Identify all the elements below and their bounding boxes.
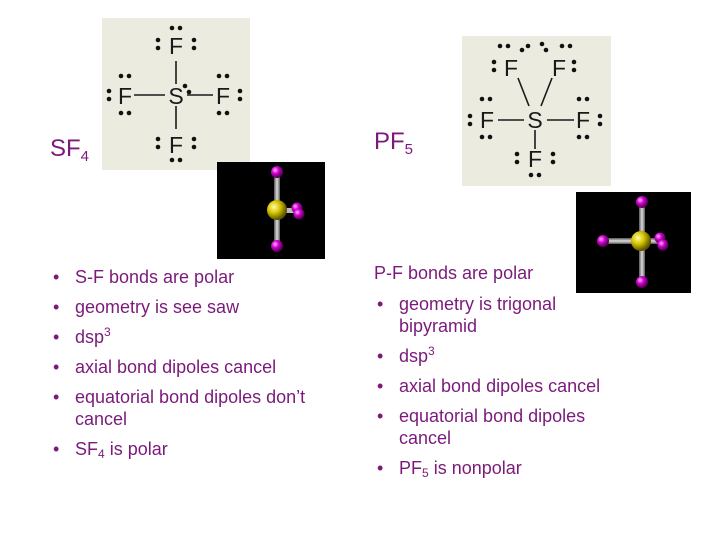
list-item: •dsp3 xyxy=(53,325,111,347)
sf4-ball-and-stick-model xyxy=(217,162,325,259)
sf4-fluorine-top: F xyxy=(169,33,183,59)
sf4-heading: SF4 xyxy=(50,135,89,165)
sf4-lone-pairs xyxy=(106,25,243,163)
pf5-fluorine-left: F xyxy=(480,107,494,133)
pf5-fluorine-upper-right: F xyxy=(552,55,566,81)
pf5-lead-text: P-F bonds are polar xyxy=(374,263,534,283)
pf5-fluorine-bottom: F xyxy=(528,146,542,172)
bullet-glyph: • xyxy=(377,376,384,396)
list-item: •equatorial bond dipoles cancel xyxy=(377,406,586,448)
sf4-bullet-list: •S-F bonds are polar •geometry is see sa… xyxy=(50,266,340,468)
pf5-bond-upper-left xyxy=(517,77,530,107)
pf5-heading-subscript: 5 xyxy=(404,141,414,158)
bullet-glyph: • xyxy=(377,346,384,366)
list-item: •SF4 is polar xyxy=(53,439,168,461)
sf4-lewis-structure: S F F F F xyxy=(102,18,250,170)
bullet-glyph: • xyxy=(53,297,60,317)
pf5-fluorine-right: F xyxy=(576,107,590,133)
list-item: •geometry is see saw xyxy=(53,297,240,317)
list-item: •PF5 is nonpolar xyxy=(377,458,522,480)
sf4-central-atom: S xyxy=(168,83,183,109)
pf5-lewis-structure: S F F F F F xyxy=(462,36,611,186)
bullet-glyph: • xyxy=(53,267,60,287)
sf4-fluorine-bottom: F xyxy=(169,132,183,158)
bullet-glyph: • xyxy=(53,439,60,459)
bullet-glyph: • xyxy=(53,327,60,347)
pf5-heading-base: PF xyxy=(374,128,405,155)
bullet-glyph: • xyxy=(53,357,60,377)
list-item: •geometry is trigonal bipyramid xyxy=(377,294,557,336)
sf4-heading-subscript: 4 xyxy=(80,148,90,165)
list-item: •equatorial bond dipoles don’t cancel xyxy=(53,387,306,429)
bullet-glyph: • xyxy=(377,458,384,478)
list-item: •axial bond dipoles cancel xyxy=(377,376,601,396)
pf5-central-atom: S xyxy=(527,107,542,133)
pf5-bond-upper-right xyxy=(540,77,553,107)
bullet-glyph: • xyxy=(377,294,384,314)
list-item: •dsp3 xyxy=(377,344,435,366)
bullet-glyph: • xyxy=(53,387,60,407)
pf5-ball-and-stick-model xyxy=(576,192,691,293)
bullet-glyph: • xyxy=(377,406,384,426)
sf4-heading-base: SF xyxy=(50,135,81,162)
sf4-fluorine-right: F xyxy=(216,83,230,109)
pf5-lone-pairs xyxy=(467,41,603,178)
sf4-fluorine-left: F xyxy=(118,83,132,109)
pf5-heading: PF5 xyxy=(374,128,413,158)
list-item: •axial bond dipoles cancel xyxy=(53,357,277,377)
pf5-fluorine-upper-left: F xyxy=(504,55,518,81)
pf5-bullet-list: •geometry is trigonal bipyramid •dsp3 •a… xyxy=(374,293,636,487)
list-item: •S-F bonds are polar xyxy=(53,267,235,287)
